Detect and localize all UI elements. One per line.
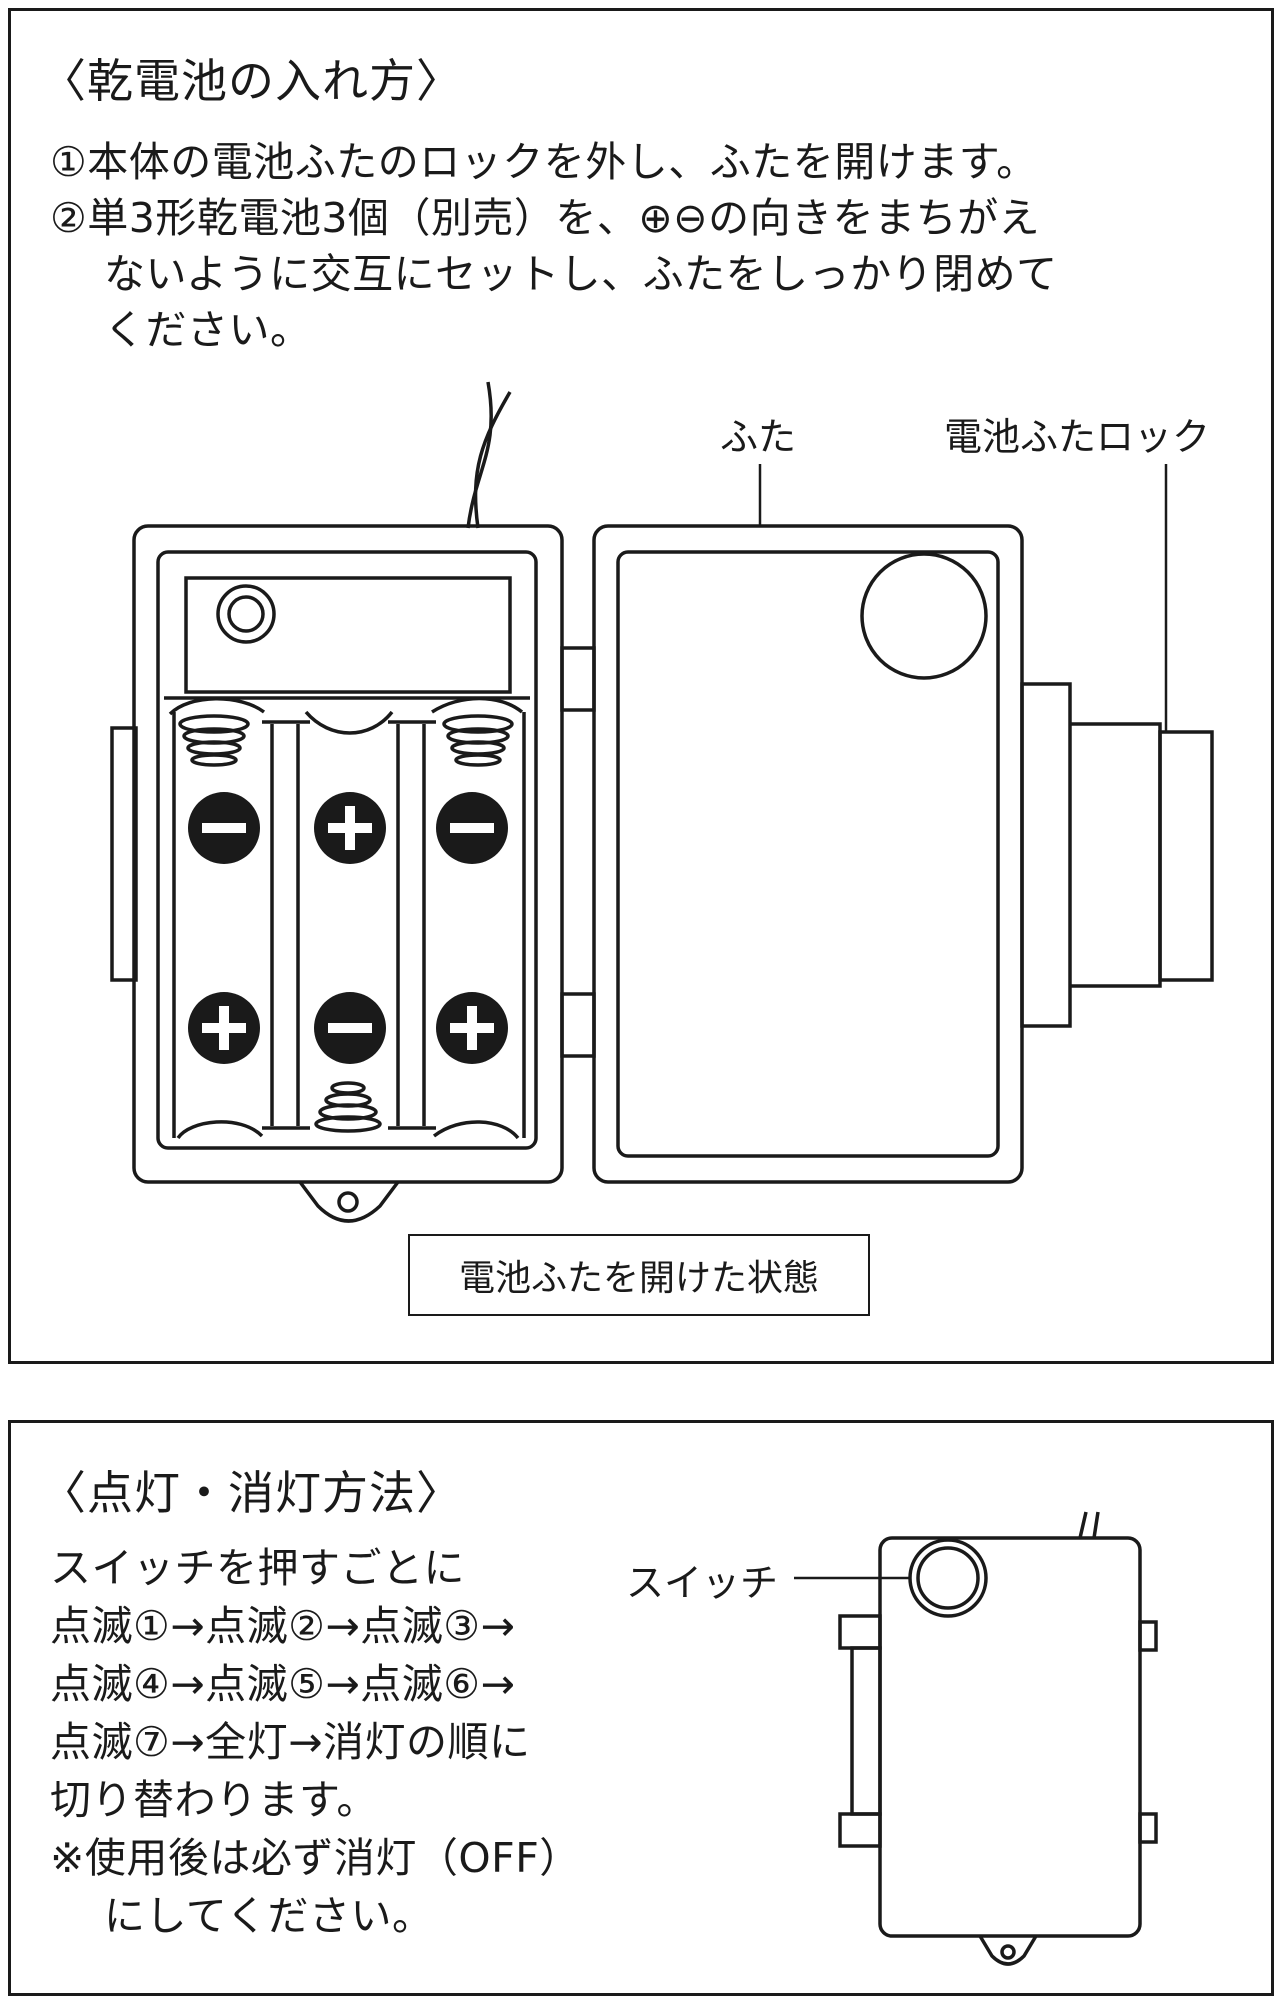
lighting-line-5: 切り替わります。 [50, 1776, 378, 1824]
lighting-line-3: 点滅④→点滅⑤→点滅⑥→ [50, 1660, 516, 1708]
switch-button [908, 1538, 988, 1618]
battery-step-2-line-2: ないように交互にセットし、ふたをしっかり閉めて [104, 250, 1058, 298]
battery-case-diagram [110, 381, 1214, 1223]
hinge [560, 646, 596, 712]
open-lid-caption: 電池ふたを開けた状態 [408, 1234, 870, 1316]
side-tab [110, 726, 138, 982]
mounting-tab [298, 1180, 400, 1223]
lighting-line-7: にしてください。 [104, 1892, 434, 1940]
battery-step-1: ①本体の電池ふたのロックを外し、ふたを開けます。 [50, 138, 1038, 186]
wire [466, 381, 493, 529]
lid-lock-label: 電池ふたロック [944, 415, 1211, 459]
lid-lock [1020, 682, 1072, 1028]
spring-left-top [178, 714, 250, 767]
battery-heading: 〈乾電池の入れ方〉 [40, 54, 463, 108]
spring-middle-bottom [314, 1081, 382, 1133]
battery-instructions-panel [8, 8, 1274, 1364]
lighting-line-6: ※使用後は必ず消灯（OFF） [50, 1834, 581, 1882]
battery-housing [132, 524, 564, 1184]
plus-icon [436, 992, 508, 1064]
lighting-line-2: 点滅①→点滅②→点滅③→ [50, 1602, 516, 1650]
minus-icon [436, 792, 508, 864]
hinge [560, 992, 596, 1058]
battery-lid [592, 524, 1024, 1184]
controller-diagram [794, 1511, 1158, 1966]
lighting-heading: 〈点灯・消灯方法〉 [40, 1466, 463, 1520]
lighting-line-4: 点滅⑦→全灯→消灯の順に [50, 1718, 531, 1766]
lighting-line-1: スイッチを押すごとに [50, 1544, 465, 1592]
clip [838, 1614, 882, 1650]
spring-right-top [442, 714, 514, 767]
plus-icon [314, 792, 386, 864]
lid-label: ふた [720, 415, 797, 459]
lid-circle [860, 552, 988, 680]
controller-body [878, 1536, 1142, 1938]
battery-step-2-line-1: ②単3形乾電池3個（別売）を、⊕⊖の向きをまちがえ [50, 194, 1041, 242]
polarity-markers [188, 792, 508, 1064]
lighting-instructions-panel [8, 1420, 1274, 1996]
screw-hole [216, 584, 276, 644]
minus-icon [314, 992, 386, 1064]
switch-label: スイッチ [626, 1561, 779, 1605]
battery-step-2-line-3: ください。 [104, 306, 312, 354]
clip [838, 1812, 882, 1848]
wire [473, 391, 512, 529]
minus-icon [188, 792, 260, 864]
plus-icon [188, 992, 260, 1064]
